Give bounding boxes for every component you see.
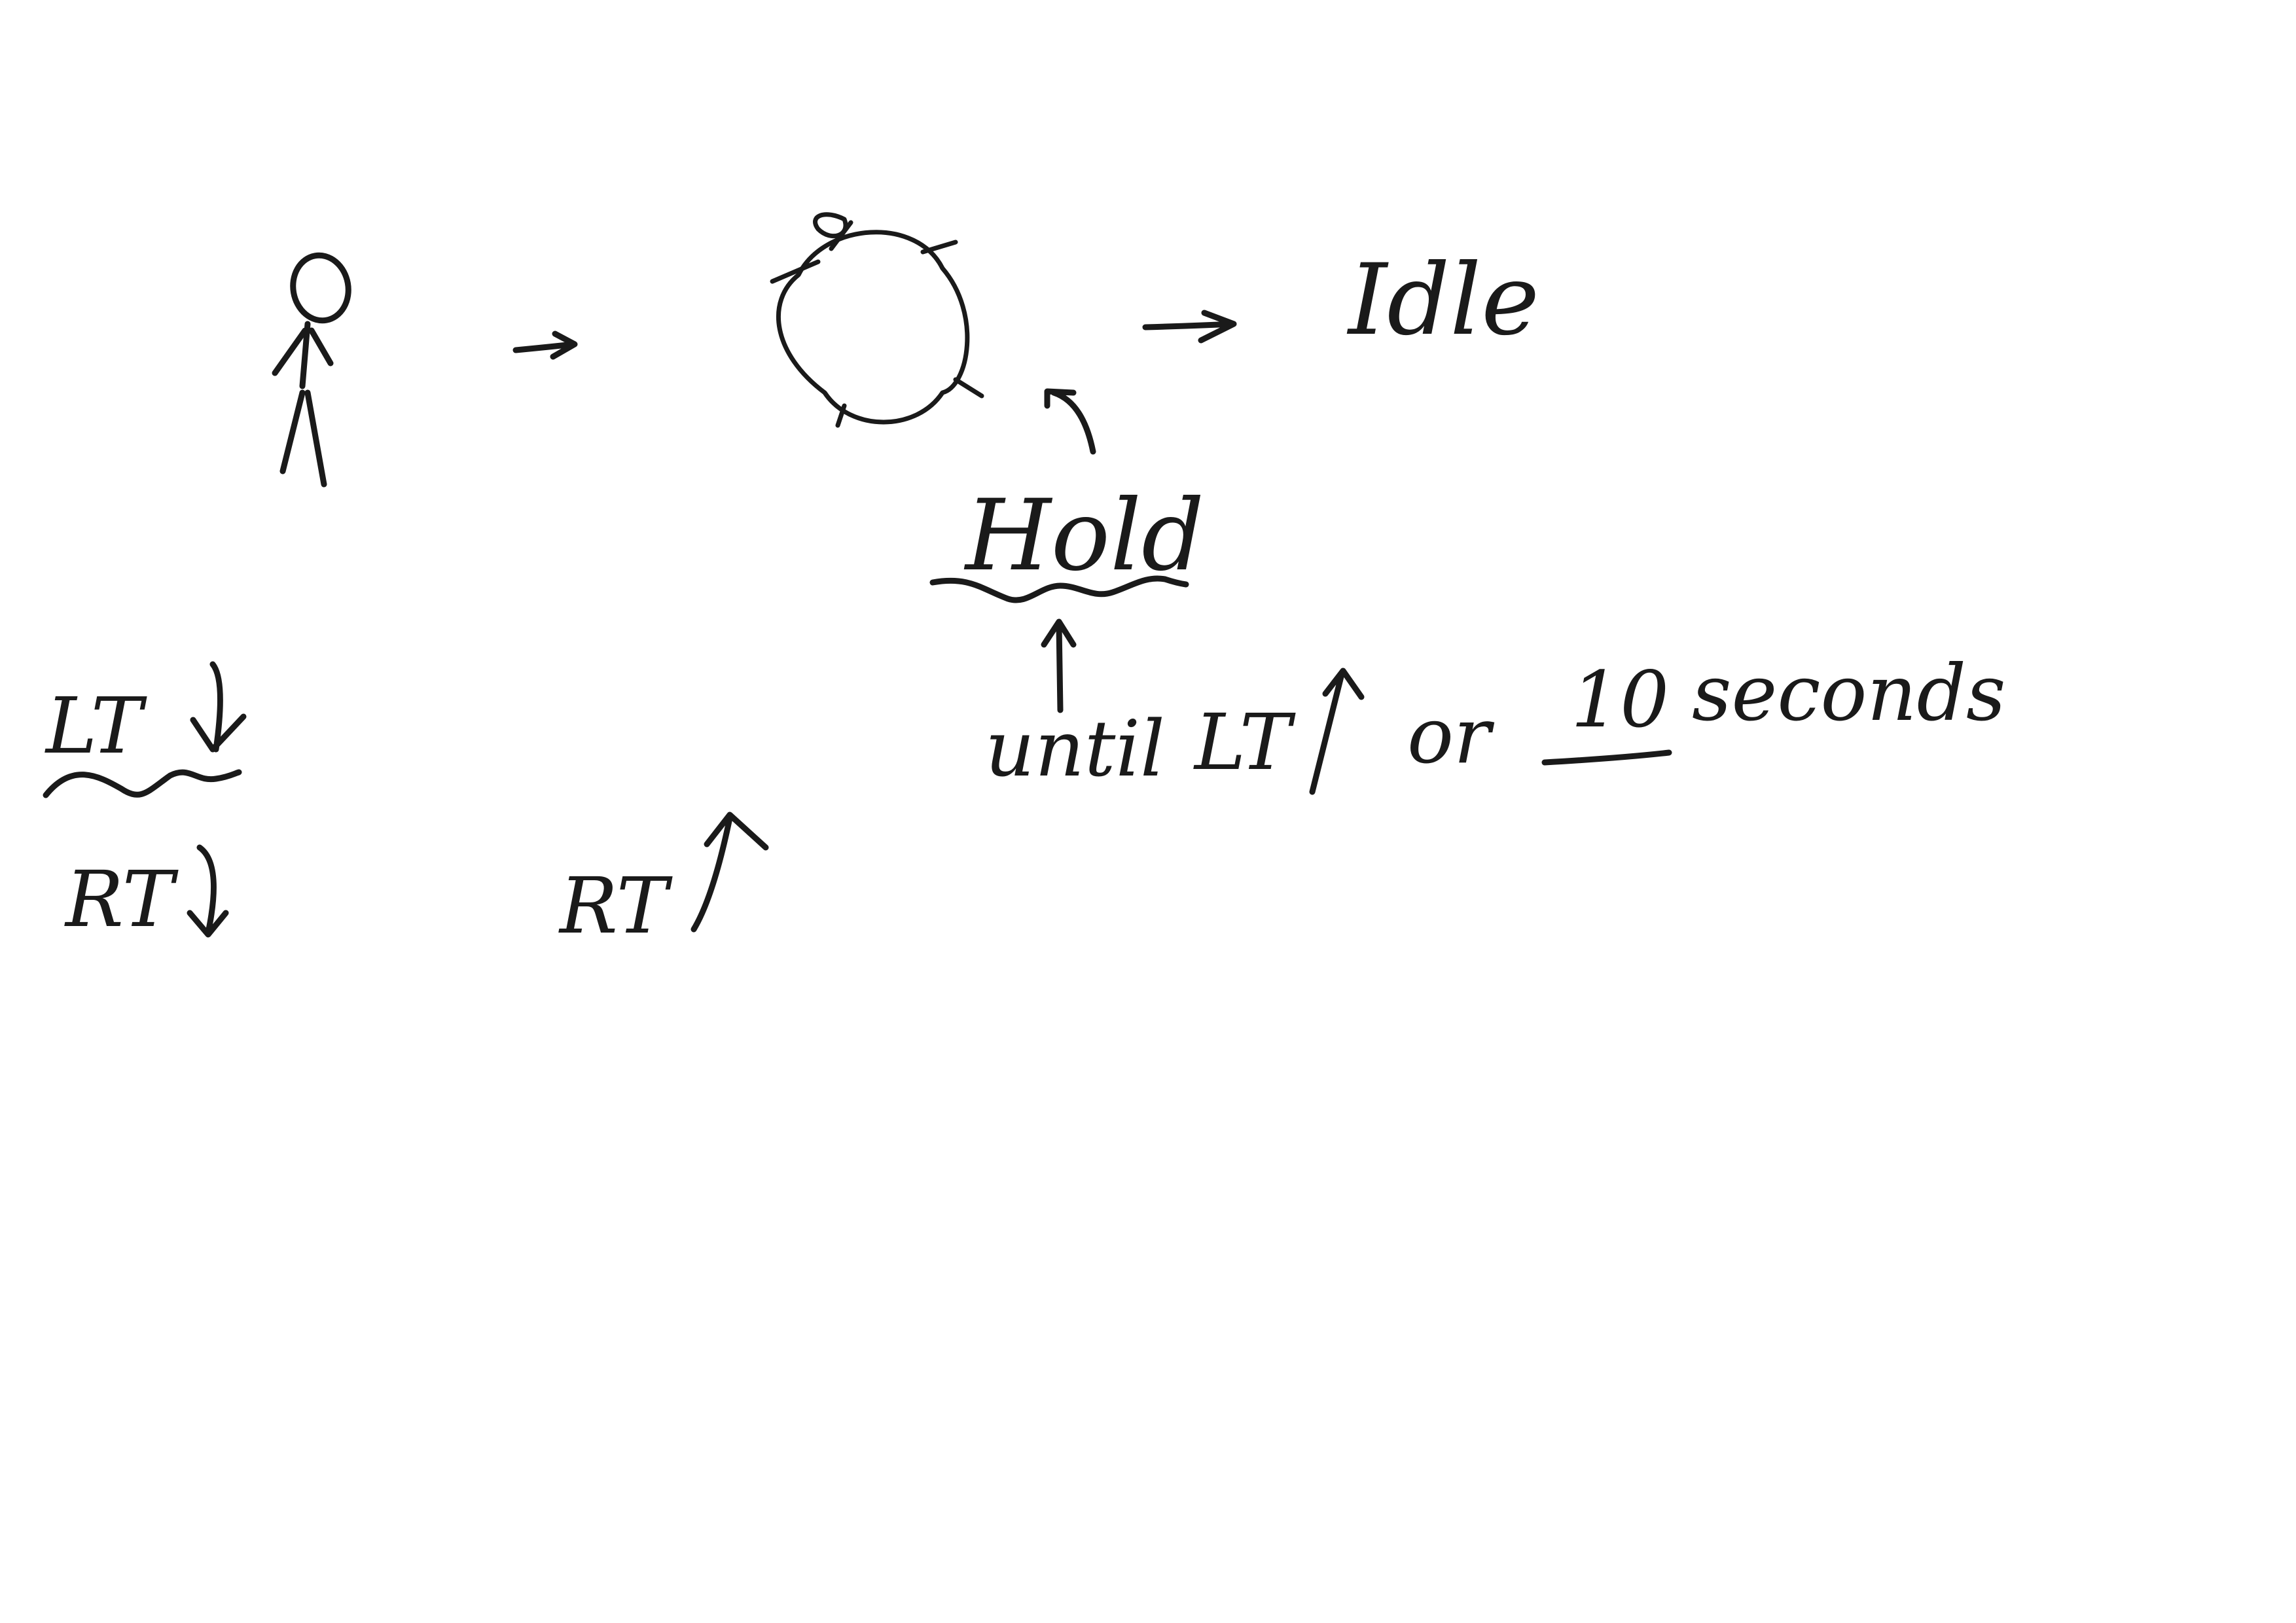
arrow-figure-to-cycle xyxy=(512,330,578,360)
ten-label: 10 xyxy=(1571,654,1669,745)
or-label: or xyxy=(1407,690,1495,781)
cycle-circle-icon xyxy=(770,212,984,428)
rt-up-arrow-icon xyxy=(691,812,769,933)
lt-wavy-underline xyxy=(43,769,242,798)
lt-down-label: LT xyxy=(45,681,147,771)
arrow-hold-to-cycle xyxy=(1044,388,1096,455)
rt-down-label: RT xyxy=(64,854,179,944)
ten-underline xyxy=(1541,749,1672,766)
until-label: until xyxy=(985,704,1165,794)
hold-wavy-underline xyxy=(929,575,1189,603)
rt-up-label: RT xyxy=(558,861,673,951)
hold-label: Hold xyxy=(963,479,1204,593)
seconds-label: seconds xyxy=(1692,648,2006,738)
arrow-cycle-to-idle xyxy=(1142,310,1237,344)
lt-down-arrow-icon xyxy=(190,661,247,753)
idle-label: Idle xyxy=(1346,243,1539,357)
stick-figure-icon xyxy=(272,252,351,488)
lt-up-arrow-icon xyxy=(1309,668,1365,795)
rt-down-arrow-icon xyxy=(187,844,229,938)
arrow-up-to-hold xyxy=(1041,618,1077,713)
lt-up-label: LT xyxy=(1193,697,1296,787)
